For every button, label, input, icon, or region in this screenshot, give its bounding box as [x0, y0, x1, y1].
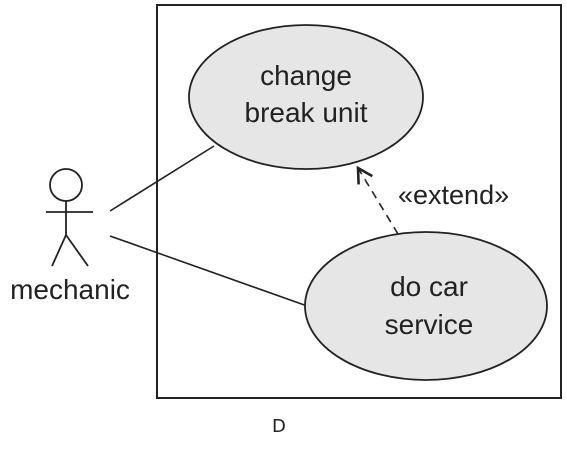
- use-case-label-line1: do car: [390, 271, 468, 302]
- caption-letter: D: [272, 416, 286, 437]
- association-do-car-service: [109, 235, 311, 308]
- use-case-change-break-unit: change break unit: [188, 24, 424, 170]
- use-case-ellipse: [304, 231, 548, 381]
- association-change-break-unit: [109, 145, 215, 212]
- actor-label: mechanic: [10, 274, 130, 305]
- actor-head: [49, 168, 83, 202]
- extend-relationship-arrow: [356, 165, 399, 235]
- system-boundary: [156, 4, 562, 399]
- extend-stereotype-label: «extend»: [398, 180, 509, 210]
- actor-right-leg: [65, 234, 89, 267]
- use-case-ellipse: [188, 24, 424, 170]
- use-case-label-line2: break unit: [245, 97, 368, 128]
- use-case-label-line2: service: [385, 309, 474, 340]
- actor-mechanic: mechanic: [10, 168, 130, 305]
- use-case-label-line1: change: [260, 60, 352, 91]
- use-case-do-car-service: do car service: [304, 231, 548, 381]
- actor-left-leg: [51, 234, 67, 267]
